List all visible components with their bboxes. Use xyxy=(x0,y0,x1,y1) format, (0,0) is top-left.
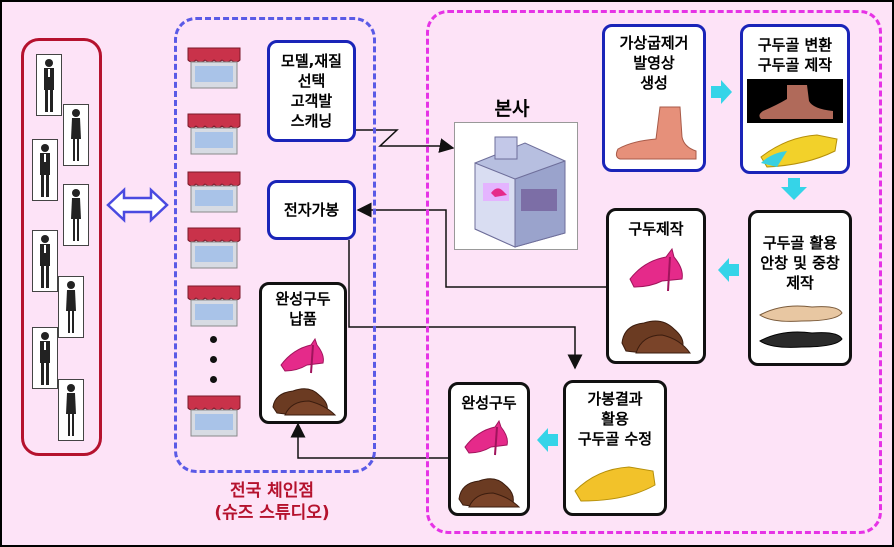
insole-icon xyxy=(759,305,843,348)
last-model-icon xyxy=(574,466,656,502)
box-text-line: 구두골 변환 xyxy=(757,36,833,54)
person-icon xyxy=(32,327,58,389)
store-icon xyxy=(186,226,242,270)
foot-icon xyxy=(610,101,698,163)
box-text-line: 선택 xyxy=(297,72,326,90)
double-arrow-icon xyxy=(106,187,169,223)
box-text-line: 안창 및 중창 xyxy=(760,254,840,272)
person-icon xyxy=(58,379,84,441)
cyan-arrow-right xyxy=(711,80,732,104)
box-text-line: 생성 xyxy=(640,74,668,92)
shoe-make-label: 구두제작 xyxy=(628,220,684,238)
person-icon xyxy=(32,230,58,292)
box-text-line: 구두골 제작 xyxy=(757,56,833,74)
store-icon xyxy=(186,112,242,156)
box-text-line: 구두골 활용 xyxy=(762,234,838,252)
arrow-fitting-to-result xyxy=(348,240,583,370)
insole-making-box: 구두골 활용 안창 및 중창 제작 xyxy=(748,210,852,366)
virtual-fitting-box: 전자가봉 xyxy=(267,180,356,240)
cyan-arrow-down xyxy=(781,178,807,200)
ellipsis-dot xyxy=(210,356,217,363)
building-icon xyxy=(454,122,578,250)
person-icon xyxy=(36,54,62,116)
box-text-line: 가봉결과 xyxy=(587,390,643,408)
arrow-finished-to-delivery xyxy=(290,422,448,459)
box-text-line: 가상굽제거 xyxy=(619,34,689,52)
shoe-icon xyxy=(272,337,337,416)
box-text-line: 발영상 xyxy=(633,54,675,72)
person-icon xyxy=(58,276,84,338)
store-icon xyxy=(186,46,242,90)
last-conversion-box: 구두골 변환 구두골 제작 xyxy=(740,24,850,174)
chain-store-region xyxy=(174,17,376,473)
store-icon xyxy=(186,394,242,438)
box-text-line: 완성구두 xyxy=(275,290,331,308)
cyan-arrow-left xyxy=(718,258,739,282)
finished-shoe-delivery-box: 완성구두 납품 xyxy=(259,282,347,424)
finished-shoe-box: 완성구두 xyxy=(448,382,530,516)
chain-store-title: 전국 체인점 xyxy=(229,481,315,501)
arrow-scan-to-hq xyxy=(354,129,455,153)
person-icon xyxy=(63,104,89,166)
shoe-icon xyxy=(458,419,521,508)
store-icon xyxy=(186,170,242,214)
ellipsis-dot xyxy=(210,376,217,383)
shoe-making-box: 구두제작 xyxy=(606,208,706,364)
headquarters-region xyxy=(426,10,882,534)
person-icon xyxy=(32,139,58,201)
box-text-line: 구두골 수정 xyxy=(577,430,653,448)
ellipsis-dot xyxy=(210,336,217,343)
finished-shoe-label: 완성구두 xyxy=(461,394,517,412)
last-model-icon xyxy=(747,79,843,168)
box-text-line: 납품 xyxy=(289,310,317,328)
fitting-result-box: 가봉결과 활용 구두골 수정 xyxy=(563,380,667,516)
box-text-line: 모델,재질 xyxy=(281,52,342,70)
store-icon xyxy=(186,284,242,328)
hq-title: 본사 xyxy=(494,98,530,120)
arrow-shoemake-to-fitting xyxy=(356,202,606,288)
box-text-line: 활용 xyxy=(601,410,629,428)
box-text-line: 제작 xyxy=(786,274,814,292)
person-icon xyxy=(63,184,89,246)
virtual-fitting-label: 전자가봉 xyxy=(283,201,340,219)
chain-store-subtitle: (슈즈 스튜디오) xyxy=(214,503,330,523)
chain-store-label: 전국 체인점 (슈즈 스튜디오) xyxy=(142,480,402,524)
model-select-scan-box: 모델,재질 선택 고객발 스캐닝 xyxy=(267,40,356,142)
remove-heel-foot-image-box: 가상굽제거 발영상 생성 xyxy=(602,24,706,172)
cyan-arrow-left-2 xyxy=(537,428,558,452)
box-text-line: 고객발 xyxy=(290,92,333,110)
box-text-line: 스캐닝 xyxy=(290,112,333,130)
shoe-icon xyxy=(621,247,691,354)
